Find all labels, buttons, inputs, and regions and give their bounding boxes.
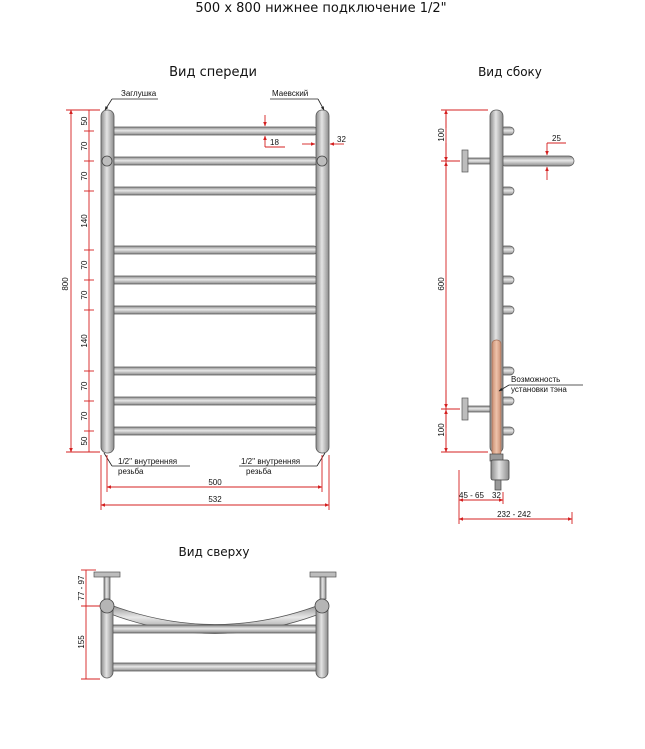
rung [109, 426, 319, 436]
dim-rung: 25 [552, 134, 561, 143]
dim-side-middle: 600 [437, 277, 446, 291]
rung [109, 186, 319, 196]
dim-step: 70 [80, 411, 89, 420]
dim-post: 32 [337, 135, 346, 144]
dim-step: 70 [80, 290, 89, 299]
rung [109, 245, 319, 255]
rung [109, 275, 319, 285]
main-title: 500 x 800 нижнее подключение 1/2" [195, 1, 446, 16]
top-rail [107, 624, 323, 634]
rung [109, 396, 319, 406]
dim-step: 70 [80, 381, 89, 390]
dim-tube: 18 [270, 138, 279, 147]
leader-line [498, 384, 510, 392]
rung [109, 305, 319, 315]
post-top [314, 598, 330, 614]
front-rungs [109, 126, 319, 436]
dim-step: 50 [80, 436, 89, 445]
leader-line [317, 98, 325, 111]
front-view: Вид спереди Заглушка Маевский 1/2'' внут… [61, 65, 346, 510]
dim-top-lower: 155 [77, 635, 86, 649]
dim-step: 70 [80, 141, 89, 150]
post-top [99, 598, 115, 614]
left-thread-label-2: резьба [118, 467, 144, 476]
dim-width-outer: 532 [208, 495, 222, 504]
shelf-rung [499, 155, 575, 167]
dim-width-inner: 500 [208, 478, 222, 487]
rung [109, 366, 319, 376]
mayevsky-valve [316, 155, 328, 167]
rung [109, 126, 319, 136]
wall-flange [461, 149, 469, 173]
dim-step: 140 [80, 334, 89, 348]
wall-bracket [467, 157, 493, 165]
side-view: Вид сбоку Возможность установки тэна [437, 65, 583, 524]
dim-step: 50 [80, 116, 89, 125]
heater-element [491, 339, 502, 457]
leader-line [316, 452, 326, 467]
wall-bracket [467, 405, 493, 413]
heater-label-2: установки тэна [511, 385, 567, 394]
front-view-title: Вид спереди [169, 65, 257, 80]
wall-bracket [319, 576, 327, 600]
dim-step: 70 [80, 260, 89, 269]
dim-step: 70 [80, 171, 89, 180]
plug-label: Заглушка [121, 89, 157, 98]
dim-height: 800 [61, 277, 70, 291]
wall-flange [461, 397, 469, 421]
leader-line [103, 452, 113, 467]
heater-cable [494, 479, 502, 491]
top-view: Вид сверху 77 - 97 155 [77, 545, 337, 680]
dim-side-post: 32 [492, 491, 501, 500]
dim-top-upper: 77 - 97 [77, 575, 86, 600]
right-thread-label: 1/2'' внутренняя [241, 457, 300, 466]
dim-step: 140 [80, 214, 89, 228]
left-thread-label: 1/2'' внутренняя [118, 457, 177, 466]
top-view-title: Вид сверху [178, 545, 249, 559]
heater-label-1: Возможность [511, 375, 560, 384]
wall-flange [309, 571, 337, 578]
mayevsky-label: Маевский [272, 89, 308, 98]
heater-cap [490, 459, 510, 481]
leader-line [104, 98, 113, 111]
dim-side-top: 100 [437, 128, 446, 142]
wall-flange [93, 571, 121, 578]
rung [109, 156, 319, 166]
side-arm [100, 603, 114, 679]
top-rail [107, 662, 323, 672]
step-dim-chain: 50 70 70 140 70 70 140 70 70 50 [80, 109, 94, 453]
dim-depth: 232 - 242 [497, 510, 531, 519]
right-thread-label-2: резьба [246, 467, 272, 476]
side-view-title: Вид сбоку [478, 65, 542, 79]
side-arm [315, 603, 329, 679]
wall-bracket [103, 576, 111, 600]
dim-side-bottom: 100 [437, 423, 446, 437]
dim-mount: 45 - 65 [459, 491, 484, 500]
left-post-plug [101, 155, 113, 167]
